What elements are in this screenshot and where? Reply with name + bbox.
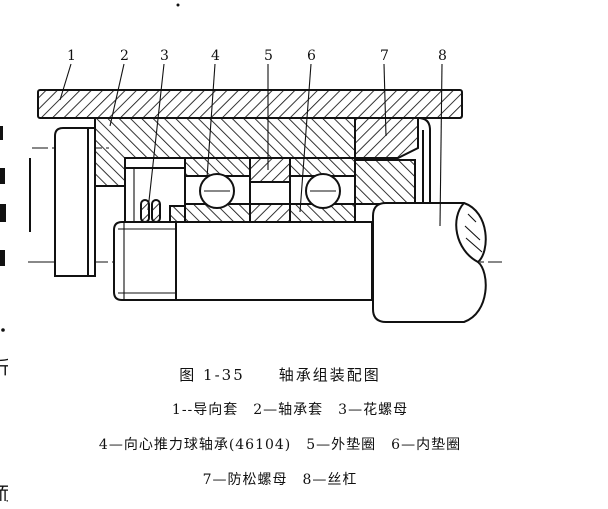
part-label-8: 8 xyxy=(438,48,447,64)
part-label-4: 4 xyxy=(211,48,220,64)
flower-nut-pin xyxy=(151,199,161,223)
margin-mark xyxy=(0,204,6,222)
part-1-guide-sleeve xyxy=(37,89,463,119)
part-label-5: 5 xyxy=(264,48,273,64)
part-8-lead-screw xyxy=(372,202,487,323)
margin-fragment: 而 xyxy=(0,480,8,506)
screw-break-hatch xyxy=(464,213,483,253)
part-label-6: 6 xyxy=(307,48,316,64)
part-label-2: 2 xyxy=(120,48,129,64)
leader-line-8 xyxy=(439,63,443,227)
leader-line-6 xyxy=(299,63,312,213)
housing-end-lip xyxy=(417,117,431,207)
scan-dot xyxy=(176,3,180,7)
flower-nut-pin xyxy=(140,199,150,223)
part-label-3: 3 xyxy=(160,48,169,64)
leader-line-4 xyxy=(206,63,216,179)
part-5-outer-spacer xyxy=(249,157,291,183)
part-7-lock-nut-housing xyxy=(354,117,419,159)
part-7-lock-nut xyxy=(354,159,416,205)
part-label-7: 7 xyxy=(380,48,389,64)
leader-line-3 xyxy=(147,63,165,211)
margin-mark xyxy=(0,250,5,266)
leader-line-7 xyxy=(383,63,387,137)
leader-line-2 xyxy=(109,63,125,127)
shaft-body xyxy=(113,221,373,301)
flower-nut-section xyxy=(169,205,186,223)
part-6-inner-spacer xyxy=(249,203,291,223)
left-guide-block xyxy=(54,127,96,277)
legend-line-1: 1--导向套 2—轴承套 3—花螺母 xyxy=(171,402,409,418)
margin-mark xyxy=(0,168,5,184)
margin-mark xyxy=(0,126,3,140)
figure-caption: 图 1-35 轴承组装配图 xyxy=(179,366,381,384)
margin-dot xyxy=(1,328,5,332)
margin-fragment: 斤 xyxy=(0,354,8,380)
part-label-1: 1 xyxy=(67,48,76,64)
bearing-assembly-drawing: 1 2 3 4 5 6 7 8 xyxy=(0,3,502,332)
screw-break-curve xyxy=(455,202,479,263)
legend-line-2: 4—向心推力球轴承(46104) 5—外垫圈 6—内垫圈 xyxy=(98,437,462,453)
legend-line-3: 7—防松螺母 8—丝杠 xyxy=(202,472,358,488)
leader-line-1 xyxy=(59,63,72,101)
